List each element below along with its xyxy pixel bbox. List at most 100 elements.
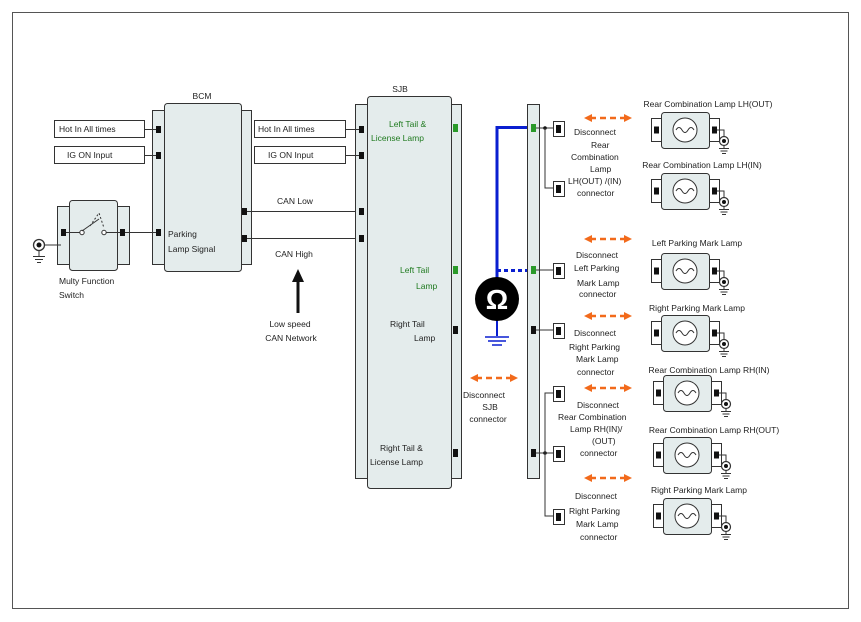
sjb-output-label: License Lamp [370, 457, 423, 467]
lamp-pin [656, 389, 661, 397]
lamp-pin [714, 512, 719, 520]
bulb-filament [675, 330, 695, 336]
lamp-title: Right Parking Mark Lamp [649, 303, 745, 313]
sjb-output-label: Left Tail [400, 265, 429, 275]
bcm-pin [242, 235, 247, 242]
lamp-7 [653, 498, 732, 540]
sjb-input-hot-label: Hot In All times [258, 124, 315, 134]
sjb-pin-active [453, 266, 458, 274]
sjb-pin [359, 126, 364, 133]
switch-label-line2: Switch [59, 290, 84, 300]
sjb-output-label: Left Tail & [389, 119, 427, 129]
multi-function-switch: Multy Function Switch [57, 200, 130, 300]
bulb-icon [672, 258, 698, 284]
sjb-output-label: Lamp [416, 281, 438, 291]
connector-text: connector [580, 448, 617, 458]
disconnect-arrow-icon [470, 374, 518, 382]
disconnect-arrow-icon [584, 114, 632, 122]
bulb-filament [675, 268, 695, 274]
bulb-filament [675, 188, 695, 194]
ground-dot [722, 139, 726, 143]
bcm-pin [156, 126, 161, 133]
connector-disconnect-right-parking: Disconnect Right Parking Mark Lamp conne… [569, 312, 632, 377]
can-low-label: CAN Low [277, 196, 314, 206]
connector-text: Rear Combination [558, 412, 627, 422]
bcm-input-ig-label: IG ON Input [67, 150, 113, 160]
connector-disconnect-rear-rh: Disconnect Rear Combination Lamp RH(IN)/… [558, 384, 632, 458]
sjb-left-strip [355, 104, 368, 479]
junction-pin [531, 449, 536, 457]
bulb-icon [674, 503, 700, 529]
lamp-title: Rear Combination Lamp LH(OUT) [644, 99, 773, 109]
lamp-pin [654, 187, 659, 195]
lamp-1 [651, 112, 730, 154]
lamp-title: Rear Combination Lamp LH(IN) [642, 160, 762, 170]
arrow-up-icon [292, 269, 304, 282]
ground-wire [717, 332, 725, 339]
sjb-disconnect: Disconnect SJB connector [463, 374, 518, 424]
connector-text: Left Parking [574, 263, 620, 273]
bulb-icon [672, 320, 698, 346]
lamp-pin [654, 329, 659, 337]
junction-pin-active [531, 266, 536, 274]
bcm-body [164, 103, 242, 272]
sjb-body [367, 96, 452, 489]
bulb-icon [672, 117, 698, 143]
connector-text: connector [580, 532, 617, 542]
connector-text: Right Parking [569, 506, 620, 516]
lamp-6 [653, 437, 732, 479]
lamp-title: Left Parking Mark Lamp [652, 238, 743, 248]
lamp-title: Right Parking Mark Lamp [651, 485, 747, 495]
bcm-left-strip [152, 110, 165, 265]
disconnect-arrow-icon [584, 384, 632, 392]
bcm-input-hot-label: Hot In All times [59, 124, 116, 134]
diagram-frame [12, 12, 849, 609]
sjb-input-ig-label: IG ON Input [268, 150, 314, 160]
lamps: Rear Combination Lamp LH(OUT) Rear Combi… [642, 99, 779, 540]
connector-pin [556, 125, 561, 133]
sjb-disconnect-line3: connector [469, 414, 506, 424]
connector-text: Disconnect [577, 400, 620, 410]
connector-pin [556, 390, 561, 398]
connector-text: Disconnect [574, 127, 617, 137]
can-network-line2: CAN Network [265, 333, 317, 343]
lamp-title: Rear Combination Lamp RH(OUT) [649, 425, 780, 435]
arrow-head-left [584, 235, 592, 243]
connector-text: (OUT) [592, 436, 616, 446]
bulb-icon [674, 442, 700, 468]
connector-pin [556, 267, 561, 275]
bcm-input-ig: IG ON Input [54, 146, 156, 164]
arrow-head-left [584, 312, 592, 320]
connector-text: Rear [591, 140, 610, 150]
ground-wire [717, 129, 725, 136]
sjb-pin [359, 208, 364, 215]
can-network-line1: Low speed [269, 319, 310, 329]
arrow-head-right [624, 384, 632, 392]
ground-wire [719, 515, 727, 522]
lamp-pin [656, 451, 661, 459]
lamp-5 [653, 375, 732, 417]
sjb-pin [453, 326, 458, 334]
sjb-disconnect-line1: Disconnect [463, 390, 506, 400]
switch-label-line1: Multy Function [59, 276, 115, 286]
connector-pin [556, 185, 561, 193]
sjb-pin [453, 449, 458, 457]
arrow-head-left [470, 374, 478, 382]
disconnect-arrow-icon [584, 312, 632, 320]
connector-text: Lamp [590, 164, 612, 174]
lamp-pin [656, 512, 661, 520]
ground-wire [719, 454, 727, 461]
connector-disconnects: Disconnect Rear Combination Lamp LH(OUT)… [558, 114, 632, 542]
arrow-head-left [584, 384, 592, 392]
bcm-parking-signal-line1: Parking [168, 229, 197, 239]
ground-dot [722, 280, 726, 284]
arrow-head-left [584, 114, 592, 122]
arrow-head-left [584, 474, 592, 482]
arrow-head-right [624, 235, 632, 243]
sjb-pin [359, 235, 364, 242]
bulb-filament [677, 390, 697, 396]
lamp-pin [714, 389, 719, 397]
connector-text: Right Parking [569, 342, 620, 352]
connector-text: Combination [571, 152, 619, 162]
